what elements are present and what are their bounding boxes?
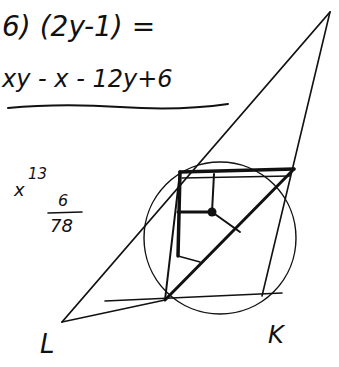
underline bbox=[8, 104, 228, 108]
lower-side bbox=[62, 300, 165, 322]
handwritten-label: K bbox=[268, 322, 284, 348]
handwritten-label: xy - x - 12y+6 bbox=[2, 66, 173, 92]
inner-line bbox=[212, 174, 214, 212]
square-top bbox=[182, 176, 290, 178]
handwritten-label: 78 bbox=[50, 216, 73, 236]
hypotenuse bbox=[62, 12, 330, 322]
vertex-line bbox=[165, 172, 180, 300]
triangle-base bbox=[105, 293, 282, 301]
handwritten-label: 6 bbox=[58, 192, 68, 210]
center-dot bbox=[208, 208, 217, 217]
inner-line bbox=[178, 211, 212, 214]
inner-line bbox=[212, 212, 240, 232]
sum-line bbox=[48, 212, 82, 213]
diagonal bbox=[165, 169, 294, 300]
handwritten-label: L bbox=[40, 330, 55, 359]
triangle-side bbox=[262, 12, 330, 296]
handwritten-label: 6) (2y-1) = bbox=[2, 12, 155, 43]
circle bbox=[144, 162, 296, 314]
inner-line bbox=[178, 256, 200, 262]
handwritten-label: x bbox=[14, 180, 25, 200]
square-top bbox=[180, 169, 294, 172]
handwritten-label: 13 bbox=[28, 166, 47, 183]
